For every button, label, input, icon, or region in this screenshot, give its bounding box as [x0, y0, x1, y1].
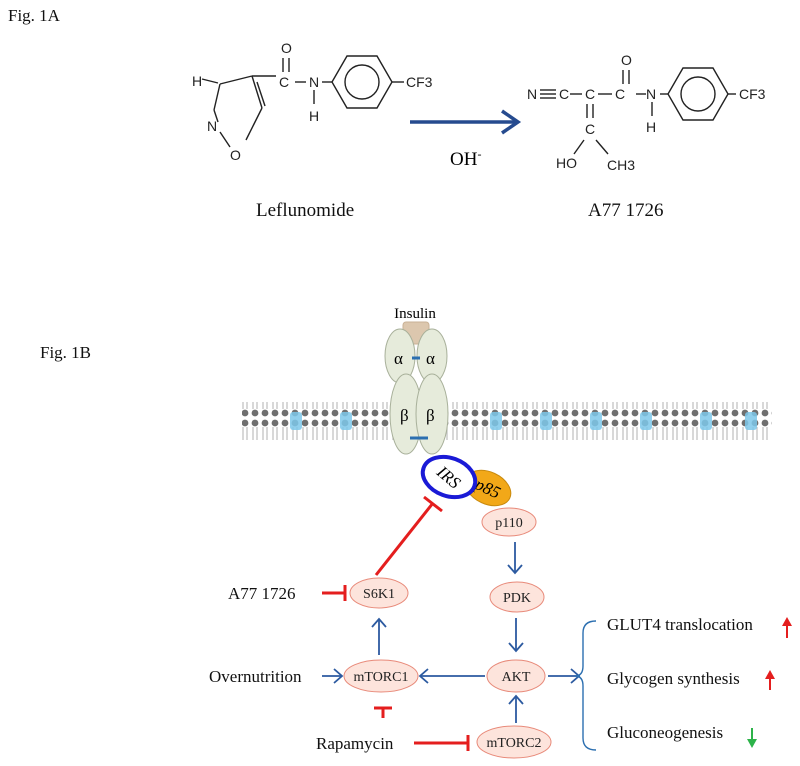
- mtorc2-node: [476, 725, 552, 759]
- phenyl-ring: [667, 67, 729, 121]
- beta-left-label: β: [400, 406, 409, 425]
- arrow-overnutrition-to-mtorc1: [322, 668, 344, 684]
- phenyl-ring: [331, 55, 393, 109]
- s6k1-node: [349, 577, 409, 609]
- insulin-receptor: [384, 321, 449, 455]
- arrow-mtorc2-to-akt: [508, 694, 524, 723]
- leflunomide-structure: [201, 55, 404, 148]
- atom-ho: HO: [556, 155, 577, 171]
- mtorc1-node: [343, 659, 419, 693]
- ring-bond: [213, 83, 221, 111]
- ring-bond: [213, 109, 219, 123]
- activation-arrows: [322, 542, 581, 723]
- atom-n-nitrile: N: [527, 86, 537, 102]
- membrane-channels: [290, 412, 757, 430]
- atom-o-carbonyl: O: [281, 40, 292, 56]
- atom-c3: C: [615, 86, 625, 102]
- outcomes-bracket: [574, 620, 597, 751]
- atom-o-ring: O: [230, 147, 241, 163]
- alpha-left-label: α: [394, 349, 403, 368]
- beta-right-label: β: [426, 406, 435, 425]
- akt-label: AKT: [502, 670, 531, 685]
- atom-n-amide: N: [309, 74, 319, 90]
- a77-1726-atoms: N C C C O N H CF3 C HO CH3: [527, 52, 766, 173]
- inhibit-a77-to-s6k1: [322, 585, 347, 601]
- h-bond: [201, 78, 219, 84]
- atom-c2: C: [585, 86, 595, 102]
- atom-ch3: CH3: [607, 157, 635, 173]
- beta-subunit-right: [415, 373, 449, 455]
- inhibit-rapamycin-to-mtorc1: [374, 706, 392, 718]
- up-arrow-glycogen: [765, 670, 775, 690]
- ring-bond: [219, 131, 231, 148]
- atom-h: H: [192, 73, 202, 89]
- cell-membrane: [242, 402, 772, 440]
- p110-node: [481, 507, 537, 537]
- atom-n-amide: N: [646, 86, 656, 102]
- atom-cf3: CF3: [739, 86, 766, 102]
- reaction-arrow: [410, 109, 522, 135]
- atom-c1: C: [559, 86, 569, 102]
- c-ch3-bond: [595, 139, 609, 155]
- outcome-gluconeogenesis: Gluconeogenesis: [607, 723, 723, 742]
- inhibit-rapamycin-to-mtorc2: [414, 735, 470, 751]
- leflunomide-atoms: H N O O C N H CF3: [192, 40, 433, 163]
- inhibit-s6k1-to-irs: [374, 495, 443, 576]
- atom-h-amide: H: [646, 119, 656, 135]
- arrow-akt-to-outcomes: [548, 668, 581, 684]
- mtorc1-label: mTORC1: [354, 670, 409, 685]
- a77-1726-structure: [540, 67, 736, 155]
- irs-node: [420, 454, 478, 500]
- akt-node: [486, 659, 546, 693]
- atom-n-ring: N: [207, 118, 217, 134]
- atom-h-amide: H: [309, 108, 319, 124]
- fig-1b-label: Fig. 1B: [40, 343, 92, 362]
- up-arrow-glut4: [782, 617, 792, 638]
- phenyl-aromatic-circle: [344, 64, 380, 100]
- ring-bond: [245, 107, 263, 141]
- leflunomide-name: Leflunomide: [256, 200, 355, 221]
- insulin-label: Insulin: [394, 306, 436, 322]
- phenyl-aromatic-circle: [680, 76, 716, 112]
- down-arrow-gluconeogenesis: [747, 728, 757, 748]
- arrow-pdk-to-akt: [508, 618, 524, 653]
- atom-c-carbonyl: C: [279, 74, 289, 90]
- reaction-condition: OH-: [450, 147, 481, 170]
- ring-bond-double: [256, 81, 266, 107]
- mtorc2-label: mTORC2: [487, 736, 542, 751]
- signaling-nodes: [343, 507, 552, 759]
- arrow-akt-to-mtorc1: [418, 668, 485, 684]
- c-ho-bond: [573, 139, 585, 155]
- rapamycin-label: Rapamycin: [316, 734, 394, 753]
- inhibition-marks: [322, 495, 470, 751]
- outcome-glycogen: Glycogen synthesis: [607, 669, 740, 688]
- alpha-right-label: α: [426, 349, 435, 368]
- a77-1726-inhibitor-label: A77 1726: [228, 584, 296, 603]
- atom-c4: C: [585, 121, 595, 137]
- atom-cf3: CF3: [406, 74, 433, 90]
- a77-1726-name: A77 1726: [588, 200, 664, 221]
- fig-1a-label: Fig. 1A: [8, 6, 60, 25]
- p110-label: p110: [495, 516, 522, 531]
- arrow-mtorc1-to-s6k1: [371, 617, 387, 655]
- ring-bond: [219, 75, 253, 85]
- pdk-label: PDK: [503, 591, 531, 606]
- arrow-p110-to-pdk: [507, 542, 523, 575]
- overnutrition-label: Overnutrition: [209, 667, 302, 686]
- s6k1-label: S6K1: [363, 587, 395, 602]
- ring-bond: [251, 75, 263, 109]
- atom-o-carbonyl: O: [621, 52, 632, 68]
- outcome-glut4: GLUT4 translocation: [607, 615, 753, 634]
- pdk-node: [489, 581, 545, 613]
